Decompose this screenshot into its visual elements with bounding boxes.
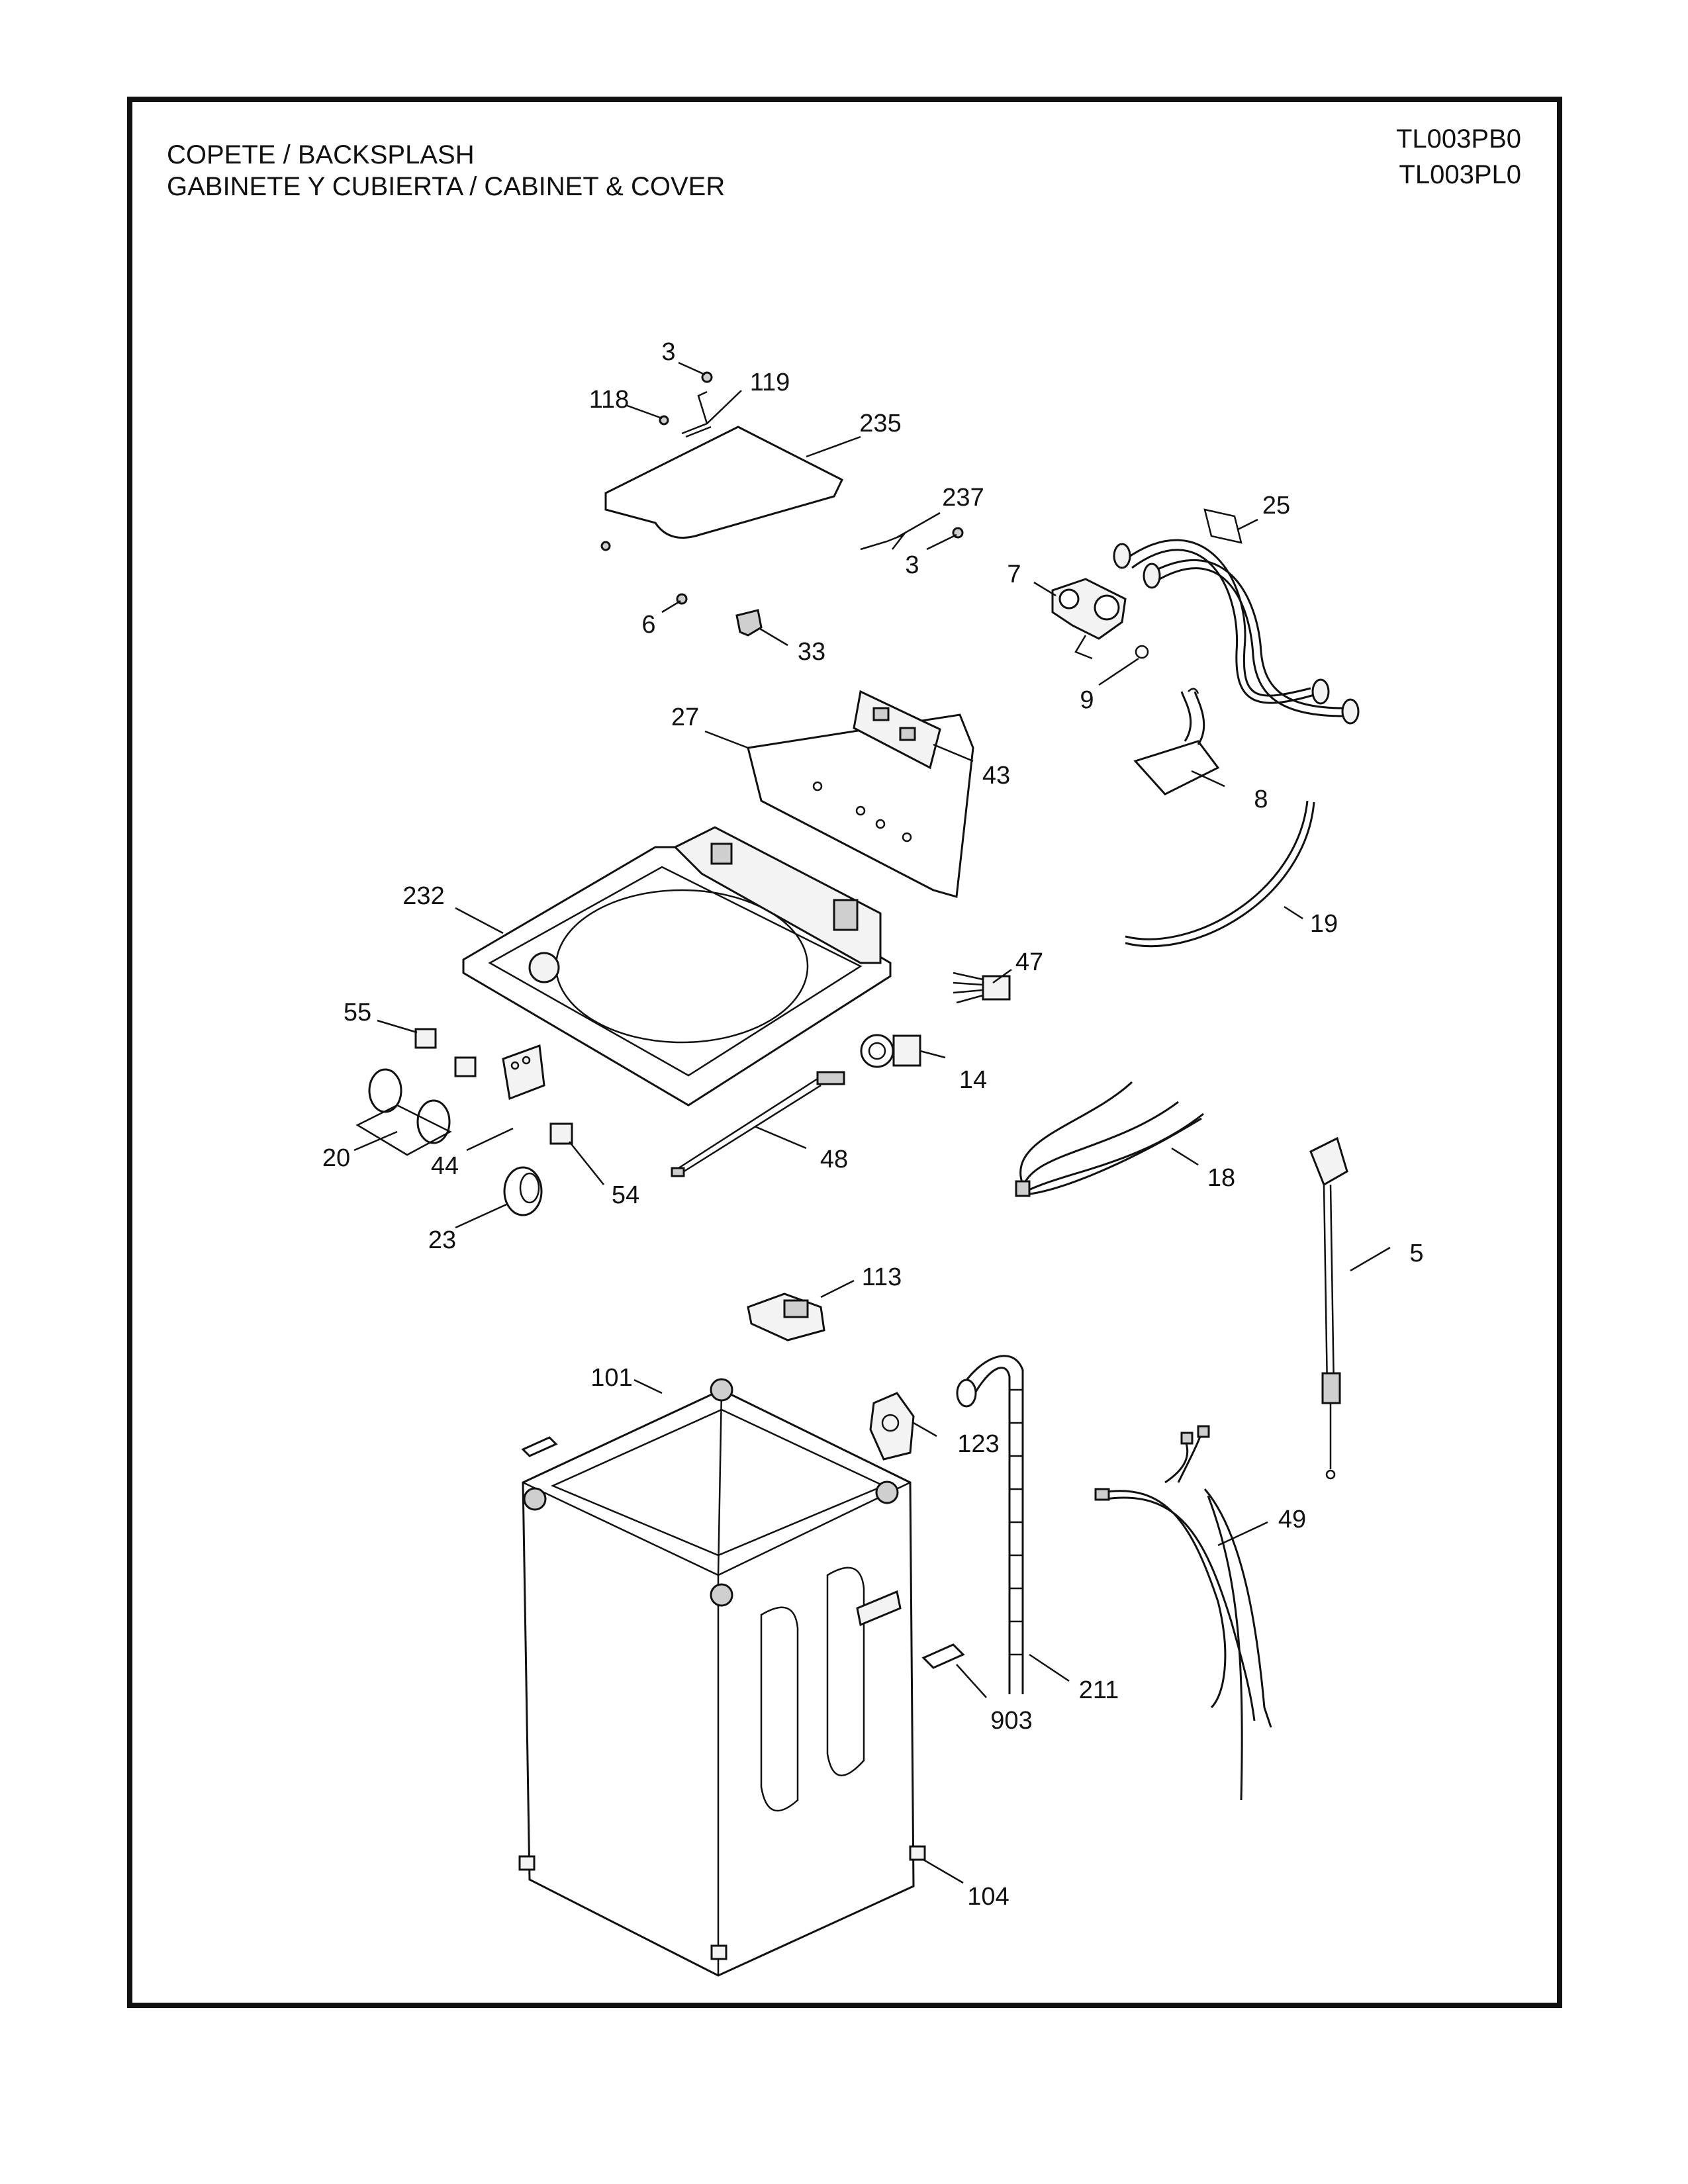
lid-spring-part-237: [860, 533, 906, 551]
callout-6: 6: [641, 611, 656, 639]
hose-clamp-part-9: [1135, 645, 1149, 659]
callout-33: 33: [797, 638, 826, 666]
callout-47: 47: [1015, 948, 1044, 976]
callout-48: 48: [820, 1146, 849, 1173]
callout-23: 23: [428, 1226, 457, 1254]
callout-25: 25: [1262, 492, 1291, 520]
inlet-hoses-part-25: [1113, 508, 1360, 725]
drain-hose-part-211: [956, 1355, 1024, 1694]
pressure-switch-part-14: [860, 1034, 921, 1068]
callout-3-top: 3: [661, 338, 676, 366]
lid-switch-part-33: [735, 609, 763, 637]
callout-119: 119: [749, 369, 790, 396]
callout-104: 104: [967, 1883, 1009, 1911]
drawing-frame: [127, 97, 1562, 2008]
hose-guide-part-903: [921, 1643, 965, 1669]
lid-hinge-part-119: [681, 390, 712, 438]
switch-part-55: [414, 1028, 477, 1077]
callout-55: 55: [343, 999, 372, 1026]
diagram-title-backsplash: COPETE / BACKSPLASH: [167, 140, 475, 169]
model-number-1: TL003PB0: [1395, 124, 1521, 154]
diagram-title-cabinet-cover: GABINETE Y CUBIERTA / CABINET & COVER: [167, 172, 726, 201]
knobs-part-20: [355, 1068, 452, 1156]
selector-switch-part-44: [502, 1044, 545, 1101]
callout-232: 232: [402, 882, 445, 910]
water-valve-part-7: [1051, 578, 1127, 660]
bumper-part-6: [600, 541, 688, 605]
callout-27: 27: [671, 704, 700, 731]
callout-3-right: 3: [905, 551, 919, 579]
callout-54: 54: [611, 1181, 640, 1209]
cabinet-part-101: [522, 1378, 915, 1977]
switch-part-54: [549, 1122, 573, 1145]
callout-235: 235: [859, 410, 902, 437]
leader-lines: [353, 361, 1391, 1884]
wire-harness-part-18: [1015, 1081, 1204, 1197]
lid-lock-part-113: [747, 1293, 825, 1342]
tube-part-19: [1125, 800, 1315, 947]
callout-19: 19: [1309, 910, 1338, 938]
callout-8: 8: [1254, 786, 1268, 813]
leveling-feet-part-104: [518, 1845, 926, 1960]
knob-part-23: [503, 1166, 543, 1216]
callout-18: 18: [1207, 1164, 1236, 1192]
harness-part-48: [671, 1071, 845, 1177]
callout-118: 118: [588, 386, 630, 414]
model-number-2: TL003PL0: [1399, 160, 1521, 189]
lid-part-235: [604, 426, 843, 539]
control-board-part-43: [853, 690, 941, 770]
cabinet-slot-cover: [521, 1436, 558, 1457]
callout-14: 14: [959, 1066, 988, 1094]
callout-5: 5: [1409, 1240, 1424, 1267]
dispenser-part-8: [1133, 688, 1220, 796]
connector-part-47: [953, 972, 1011, 1004]
callout-43: 43: [982, 762, 1011, 790]
top-cover-part-232: [462, 826, 892, 1107]
callout-44: 44: [430, 1152, 459, 1180]
callout-20: 20: [322, 1144, 351, 1172]
callout-903: 903: [990, 1707, 1033, 1735]
callout-101: 101: [590, 1364, 633, 1392]
callout-211: 211: [1078, 1676, 1119, 1704]
callout-49: 49: [1278, 1506, 1307, 1533]
wire-harness-part-49: [1094, 1425, 1272, 1801]
callout-237: 237: [942, 484, 984, 512]
power-cord-part-5: [1309, 1136, 1348, 1480]
callout-7: 7: [1007, 561, 1021, 588]
callout-123: 123: [957, 1430, 1000, 1458]
callout-113: 113: [861, 1263, 902, 1291]
callout-9: 9: [1080, 686, 1094, 714]
bracket-part-123: [869, 1392, 915, 1461]
